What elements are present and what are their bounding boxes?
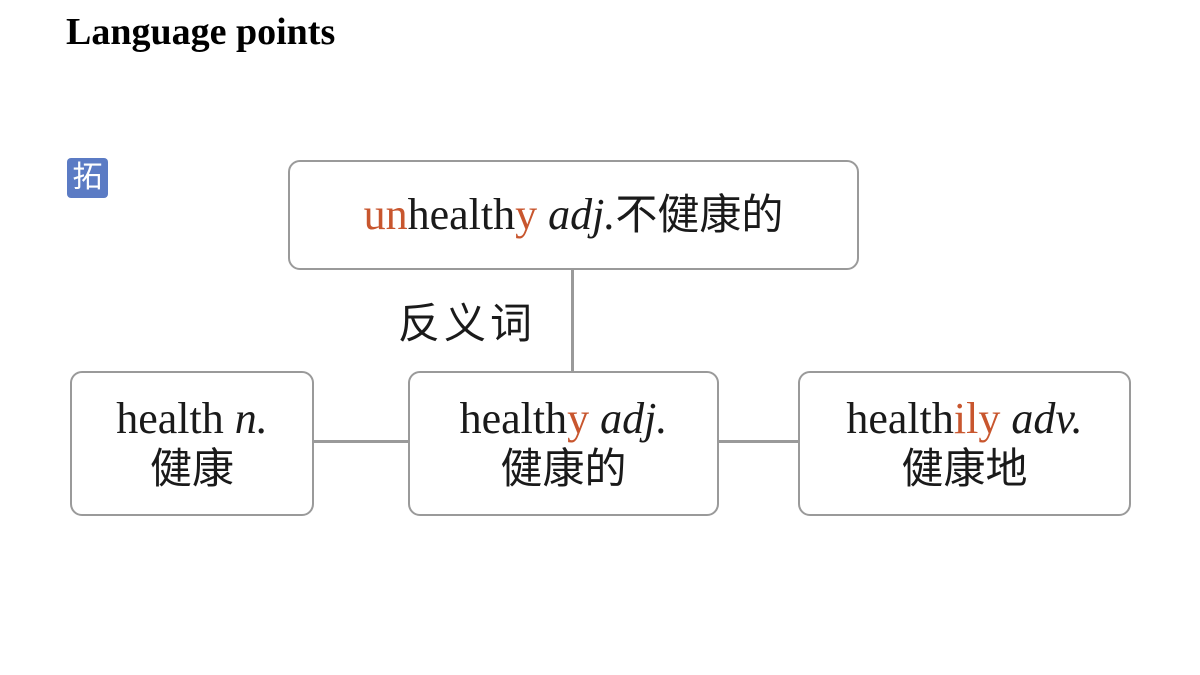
suffix-text: y <box>567 394 590 444</box>
suffix-text: ily <box>953 394 1001 444</box>
extension-tag-icon: 拓 <box>67 158 108 198</box>
part-of-speech: adj. <box>548 189 616 239</box>
word-box-healthily: healthily adv. 健康地 <box>798 371 1131 516</box>
meaning-text: 健康的 <box>500 443 627 493</box>
meaning-text: 不健康的 <box>615 189 784 239</box>
word-box-unhealthy: unhealthy adj.不健康的 <box>288 160 859 270</box>
part-of-speech: n. <box>234 394 268 444</box>
suffix-text: y <box>515 189 538 239</box>
word-box-health: health n. 健康 <box>70 371 314 516</box>
part-of-speech: adj. <box>600 394 668 444</box>
part-of-speech: adv. <box>1011 394 1083 444</box>
connector-vertical <box>571 268 574 371</box>
meaning-text: 健康地 <box>901 443 1028 493</box>
meaning-text: 健康 <box>149 443 234 493</box>
word-box-healthy: healthy adj. 健康的 <box>408 371 719 516</box>
stem-text: health <box>407 189 516 239</box>
prefix-text: un <box>363 189 408 239</box>
stem-text: health <box>116 394 224 444</box>
stem-text: health <box>846 394 954 444</box>
antonym-label: 反义词 <box>398 299 537 348</box>
page-title: Language points <box>66 11 336 53</box>
stem-text: health <box>459 394 568 444</box>
connector-right <box>718 440 799 443</box>
connector-left <box>313 440 409 443</box>
